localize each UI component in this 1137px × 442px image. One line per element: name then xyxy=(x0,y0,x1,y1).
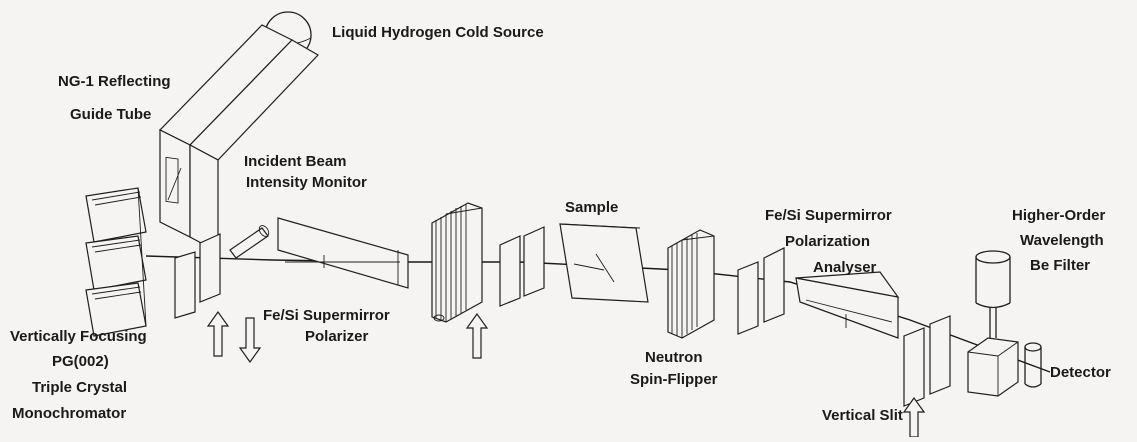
label-flipper-line1: Neutron xyxy=(645,349,703,366)
sample-stage xyxy=(559,223,649,303)
arrow-up-icon-1 xyxy=(206,310,230,357)
detector-assembly xyxy=(967,337,1042,397)
slit-pair-4 xyxy=(903,315,951,407)
label-vertical-slit: Vertical Slit xyxy=(822,407,903,424)
slit-pair-2 xyxy=(499,226,545,307)
spin-flipper-2 xyxy=(667,229,715,339)
label-filter-line3: Be Filter xyxy=(1030,257,1090,274)
label-filter-line1: Higher-Order xyxy=(1012,207,1106,224)
labels: Liquid Hydrogen Cold Source NG-1 Reflect… xyxy=(10,24,1111,424)
label-monitor-line2: Intensity Monitor xyxy=(246,174,367,191)
label-detector: Detector xyxy=(1050,364,1111,381)
monochromator xyxy=(85,187,147,337)
spin-flipper-1 xyxy=(431,202,483,323)
be-filter xyxy=(975,250,1011,338)
label-monitor-line1: Incident Beam xyxy=(244,153,347,170)
label-analyser-line1: Fe/Si Supermirror xyxy=(765,207,892,224)
supermirror-polarizer xyxy=(277,217,409,289)
arrow-down-icon-1 xyxy=(238,317,262,364)
guide-tube xyxy=(158,24,319,254)
label-filter-line2: Wavelength xyxy=(1020,232,1104,249)
label-polarizer-line2: Polarizer xyxy=(305,328,369,345)
label-cold-source: Liquid Hydrogen Cold Source xyxy=(332,24,544,41)
label-mono-line4: Monochromator xyxy=(12,405,126,422)
label-analyser-line2: Polarization xyxy=(785,233,870,250)
label-analyser-line3: Analyser xyxy=(813,259,877,276)
label-polarizer-line1: Fe/Si Supermirror xyxy=(263,307,390,324)
label-sample: Sample xyxy=(565,199,618,216)
label-mono-line1: Vertically Focusing xyxy=(10,328,147,345)
label-guide-tube-line2: Guide Tube xyxy=(70,106,151,123)
slit-pair-1 xyxy=(174,233,221,319)
arrow-up-icon-2 xyxy=(465,312,489,359)
polarization-analyser xyxy=(795,271,900,339)
slit-pair-3 xyxy=(737,247,785,335)
label-flipper-line2: Spin-Flipper xyxy=(630,371,718,388)
label-guide-tube-line1: NG-1 Reflecting xyxy=(58,73,171,90)
incident-beam-monitor xyxy=(229,225,270,259)
label-mono-line3: Triple Crystal xyxy=(32,379,127,396)
label-mono-line2: PG(002) xyxy=(52,353,109,370)
